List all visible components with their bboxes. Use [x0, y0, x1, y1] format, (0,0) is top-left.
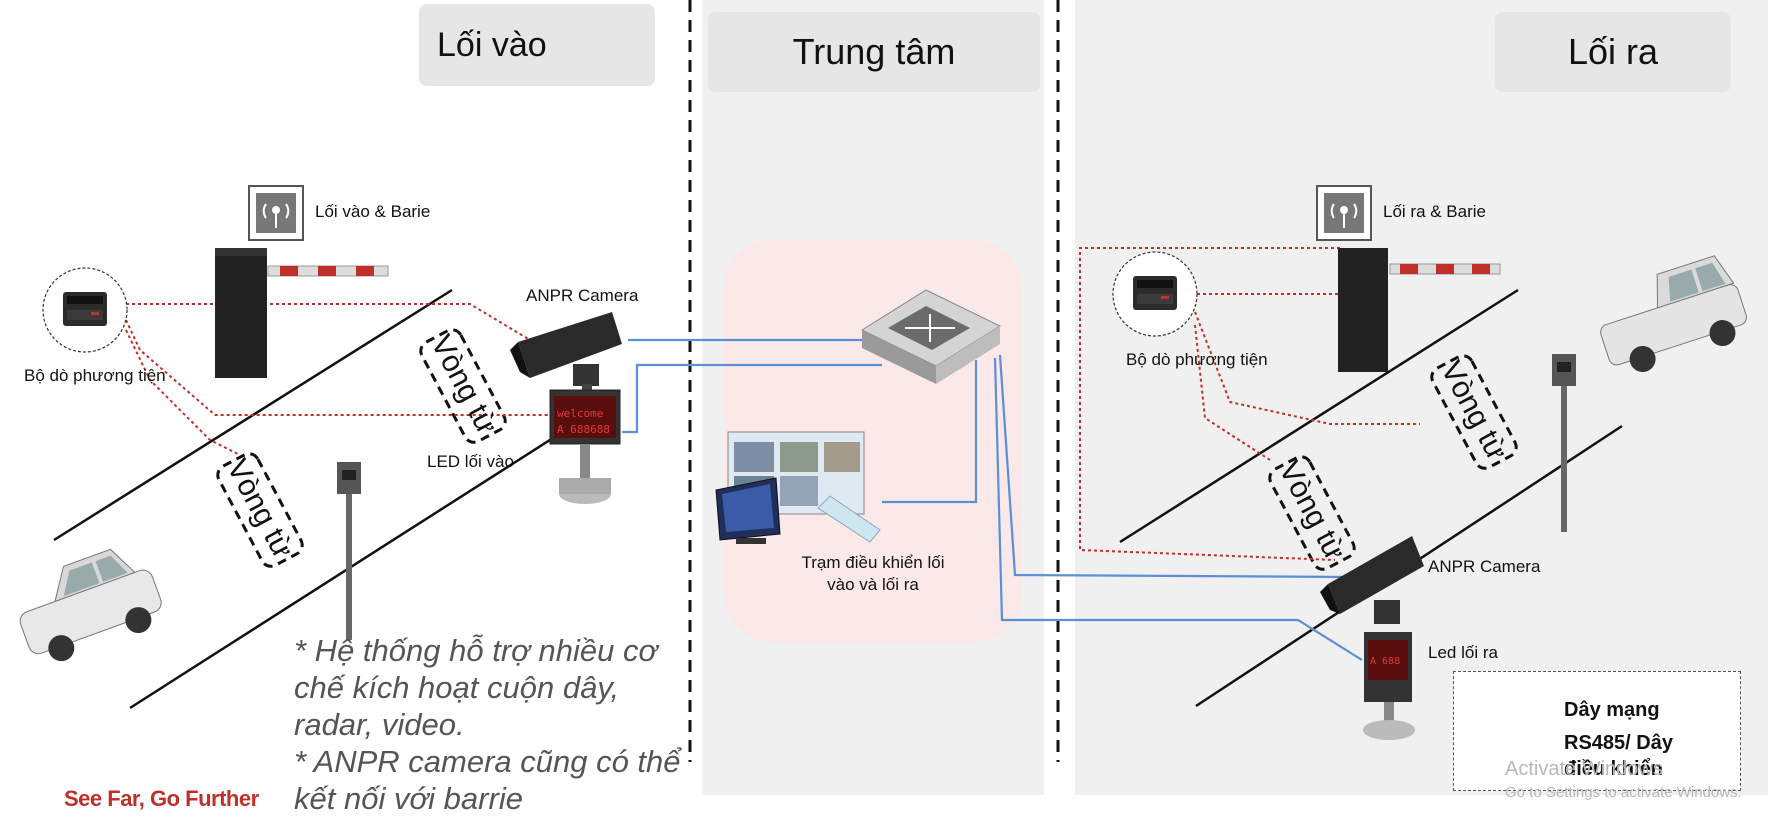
entry-zone-title: Lối vào — [419, 4, 655, 86]
exit-loop-1 — [1430, 354, 1518, 470]
entry-barrier — [215, 248, 389, 378]
entry-vehicle-detector — [42, 267, 128, 353]
note-line-1: * Hệ thống hỗ trợ nhiều cơ — [294, 633, 658, 668]
entry-barrier-signal-icon — [248, 185, 304, 241]
exit-lane-line-top — [1119, 288, 1519, 544]
exit-control-wires — [1079, 247, 1420, 561]
legend-rs485-label-line1: RS485/ Dây — [1564, 732, 1673, 754]
legend-box: Dây mạng RS485/ Dây điều khiển — [1453, 671, 1741, 791]
entry-anpr-camera — [510, 312, 622, 398]
exit-anpr-camera — [1320, 536, 1424, 624]
entry-control-wires — [125, 303, 600, 456]
entry-led-display-text: welcome — [557, 407, 603, 420]
svg-text:A 688: A 688 — [1370, 656, 1400, 667]
exit-led-display: A 688 — [1363, 632, 1415, 740]
entry-led-display: welcome A 688688 — [549, 389, 621, 504]
control-station-label: Trạm điều khiển lối vào và lối ra — [726, 552, 1020, 596]
entry-detector-label: Bộ dò phương tiện — [24, 366, 166, 385]
exit-detector-label: Bộ dò phương tiện — [1126, 350, 1268, 369]
exit-loop-2 — [1268, 455, 1356, 571]
network-switch — [860, 289, 1002, 384]
entry-card-reader-pole — [337, 462, 361, 640]
brand-slogan: See Far, Go Further — [64, 786, 259, 811]
legend-network-label: Dây mạng — [1564, 699, 1660, 721]
entry-loop-1 — [419, 328, 507, 444]
control-station-label-line1: Trạm điều khiển lối — [801, 553, 945, 572]
exit-camera-label: ANPR Camera — [1428, 557, 1541, 576]
activate-windows-watermark: Activate Windows — [1505, 758, 1663, 780]
entry-led-label: LED lối vào — [427, 452, 514, 471]
entry-lane-line-bottom — [129, 406, 601, 710]
entry-camera-label: ANPR Camera — [526, 286, 639, 305]
legend-rs485-label-line2: điều khiển — [1564, 758, 1663, 780]
exit-card-reader-pole — [1552, 354, 1576, 532]
entry-barrier-label: Lối vào & Barie — [315, 202, 431, 221]
note-line-5: kết nối với barrie — [294, 781, 523, 816]
network-wires — [622, 338, 1363, 661]
exit-zone-panel — [1075, 0, 1768, 795]
exit-barrier — [1338, 248, 1501, 372]
control-station-label-line2: vào và lối ra — [827, 575, 919, 594]
exit-barrier-signal-icon — [1316, 185, 1372, 241]
note-line-3: radar, video. — [294, 707, 465, 742]
activate-windows-hint: Go to Settings to activate Windows. — [1505, 784, 1742, 801]
system-note: * Hệ thống hỗ trợ nhiều cơ chế kích hoạt… — [294, 632, 694, 817]
note-line-2: chế kích hoạt cuộn dây, — [294, 670, 620, 705]
entry-car — [19, 548, 162, 662]
entry-led-plate-text: A 688688 — [557, 423, 610, 436]
control-workstation — [715, 431, 881, 544]
exit-vehicle-detector — [1112, 251, 1198, 337]
note-line-4: * ANPR camera cũng có thể — [294, 744, 681, 779]
exit-zone-title: Lối ra — [1495, 12, 1731, 92]
exit-car — [1600, 255, 1747, 372]
exit-led-label: Led lối ra — [1428, 643, 1498, 662]
exit-barrier-label: Lối ra & Barie — [1383, 202, 1486, 221]
entry-loop-2 — [216, 452, 304, 568]
center-zone-title: Trung tâm — [708, 12, 1040, 92]
